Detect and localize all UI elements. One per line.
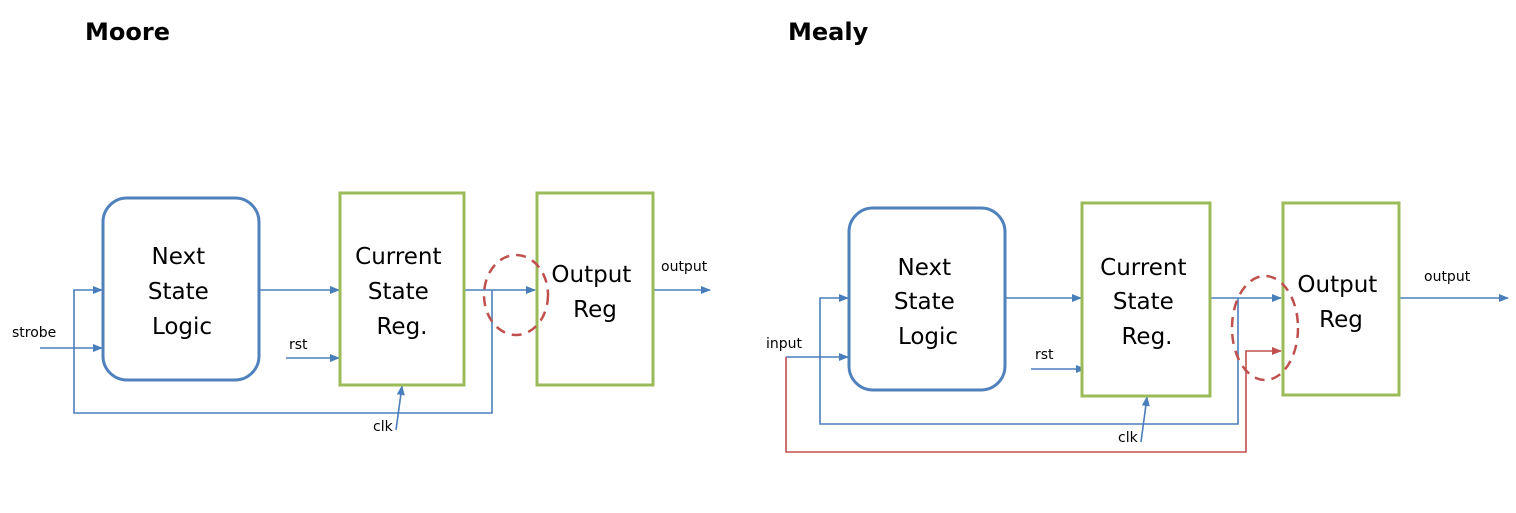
mealy-current-state-reg-block xyxy=(1080,201,1212,398)
mealy-output-label: output xyxy=(1424,269,1471,285)
moore-output-label: output xyxy=(661,259,708,275)
mealy-output-reg-block xyxy=(1281,201,1401,397)
mealy-next-state-logic-label: Next State Logic xyxy=(894,255,962,350)
moore-feedback-wire xyxy=(73,286,493,414)
moore-diagram: Moore Next State Logic Current xyxy=(12,18,711,435)
mealy-feedback-wire xyxy=(819,294,1239,425)
mealy-highlight-ring xyxy=(1230,274,1300,382)
mealy-clk-label: clk xyxy=(1118,430,1139,446)
moore-output-reg-block xyxy=(535,191,655,387)
mealy-current-state-reg-label: Current State Reg. xyxy=(1100,255,1194,350)
mealy-title: Mealy xyxy=(788,18,869,46)
mealy-input-bypass-wire xyxy=(785,347,1282,453)
moore-clk-wire xyxy=(395,385,405,431)
moore-rst-label: rst xyxy=(289,337,308,353)
moore-next-state-logic-block xyxy=(101,196,261,382)
moore-current-state-reg-label: Current State Reg. xyxy=(355,244,449,340)
moore-current-state-reg-block xyxy=(338,191,466,387)
mealy-clk-wire xyxy=(1140,396,1150,443)
moore-next-state-logic-label: Next State Logic xyxy=(148,244,216,340)
moore-input-label: strobe xyxy=(12,325,56,341)
moore-title: Moore xyxy=(85,18,170,46)
mealy-input-label: input xyxy=(766,336,803,352)
mealy-next-state-logic-block xyxy=(847,206,1007,392)
mealy-output-reg-label: Output Reg xyxy=(1297,272,1384,333)
mealy-wires xyxy=(785,294,1509,453)
mealy-rst-label: rst xyxy=(1035,347,1054,363)
moore-output-reg-label: Output Reg xyxy=(551,262,638,323)
moore-clk-label: clk xyxy=(373,419,394,435)
moore-wires xyxy=(40,286,711,431)
mealy-diagram: Mealy Next State Logic Cur xyxy=(766,18,1509,453)
moore-highlight-ring xyxy=(482,253,550,337)
